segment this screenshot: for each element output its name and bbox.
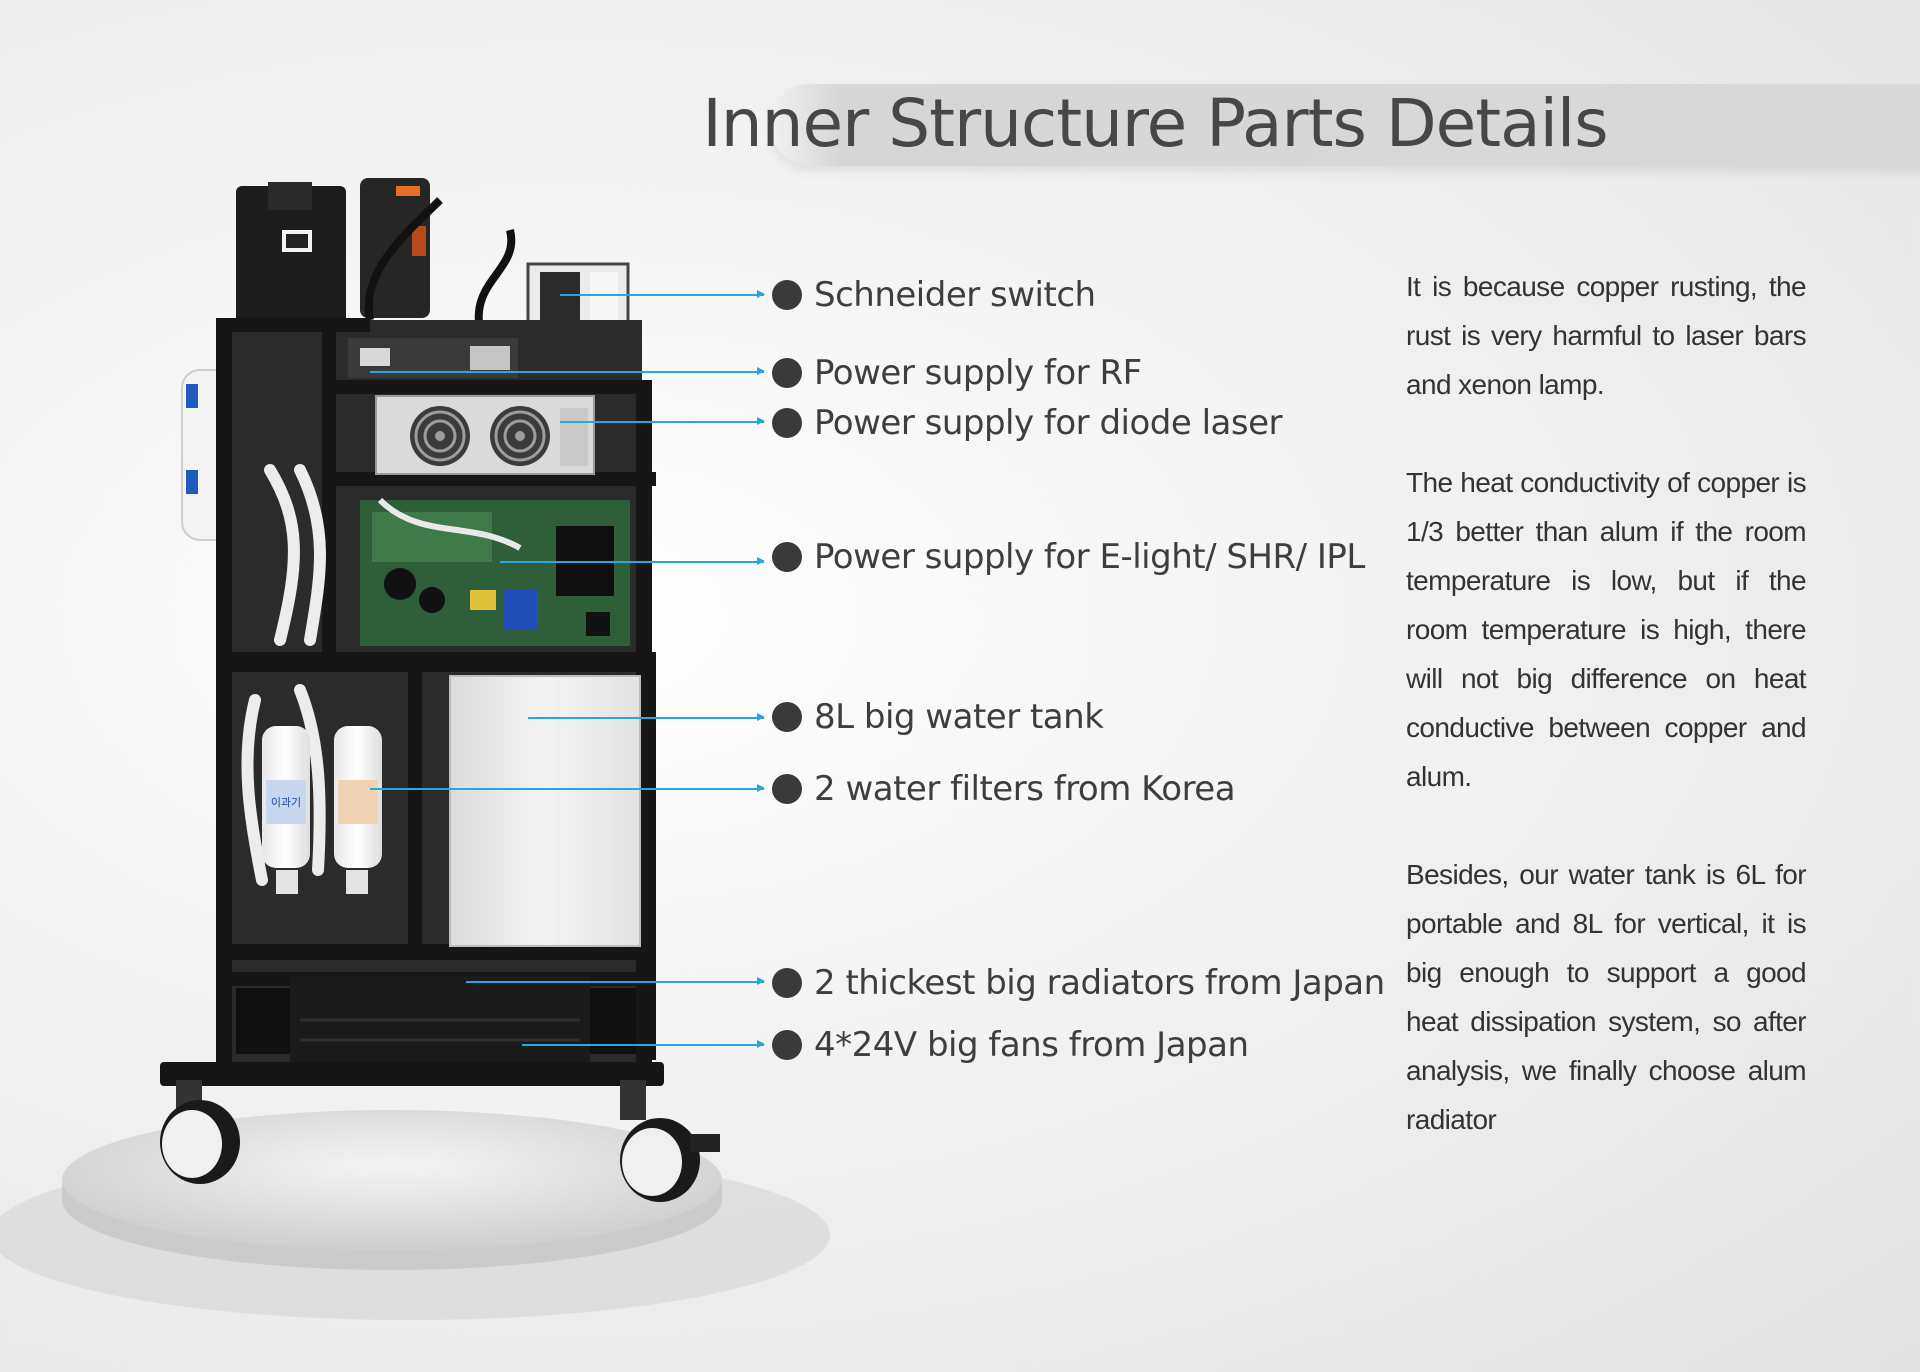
radiators bbox=[236, 976, 636, 1062]
callout-fans: 4*24V big fans from Japan bbox=[772, 1025, 1249, 1065]
callout-label: 8L big water tank bbox=[814, 697, 1104, 737]
water-filters: 이과기 bbox=[262, 726, 382, 894]
title-banner bbox=[770, 84, 1920, 166]
bullet-dot bbox=[772, 408, 802, 438]
callout-label: 2 thickest big radiators from Japan bbox=[814, 963, 1385, 1003]
bullet-dot bbox=[772, 774, 802, 804]
description-water-tank-radiator: Besides, our water tank is 6L for portab… bbox=[1406, 859, 1807, 1135]
leader-line-fans bbox=[522, 1041, 765, 1047]
callout-radiators: 2 thickest big radiators from Japan bbox=[772, 963, 1385, 1003]
callout-water-tank: 8L big water tank bbox=[772, 697, 1104, 737]
callout-elight-power-supply: Power supply for E-light/ SHR/ IPL bbox=[772, 537, 1365, 577]
leader-line-water-tank bbox=[528, 714, 765, 720]
bullet-dot bbox=[772, 702, 802, 732]
water-tank bbox=[449, 675, 641, 947]
bullet-dot bbox=[772, 968, 802, 998]
callout-water-filters: 2 water filters from Korea bbox=[772, 769, 1236, 809]
callout-label: Power supply for RF bbox=[814, 353, 1142, 393]
leader-line-radiators bbox=[466, 978, 765, 984]
page-title: Inner Structure Parts Details bbox=[702, 85, 1608, 162]
caster-wheels bbox=[160, 1080, 720, 1202]
bullet-dot bbox=[772, 542, 802, 572]
callout-label: 2 water filters from Korea bbox=[814, 769, 1236, 809]
description-heat-conductivity: The heat conductivity of copper is 1/3 b… bbox=[1406, 467, 1807, 792]
leader-line-diode-laser bbox=[560, 418, 765, 424]
bullet-dot bbox=[772, 1030, 802, 1060]
leader-line-schneider-switch bbox=[560, 291, 765, 297]
callout-diode-laser-power-supply: Power supply for diode laser bbox=[772, 403, 1283, 443]
machine-illustration: 이과기 bbox=[0, 178, 830, 1320]
leader-line-rf-power bbox=[370, 368, 765, 374]
leader-line-water-filters bbox=[370, 785, 765, 791]
callout-label: Power supply for diode laser bbox=[814, 403, 1283, 443]
callout-schneider-switch: Schneider switch bbox=[772, 275, 1096, 315]
callout-label: 4*24V big fans from Japan bbox=[814, 1025, 1249, 1065]
description-copper-rusting: It is because copper rusting, the rust i… bbox=[1406, 271, 1807, 400]
callout-label: Power supply for E-light/ SHR/ IPL bbox=[814, 537, 1365, 577]
bullet-dot bbox=[772, 358, 802, 388]
callout-rf-power-supply: Power supply for RF bbox=[772, 353, 1142, 393]
top-components bbox=[236, 178, 630, 374]
water-tubing bbox=[241, 464, 326, 886]
filter-label: 이과기 bbox=[271, 796, 301, 809]
elight-power-supply-board bbox=[360, 497, 630, 646]
callout-label: Schneider switch bbox=[814, 275, 1096, 315]
display-platform bbox=[0, 1110, 830, 1320]
bullet-dot bbox=[772, 280, 802, 310]
diode-laser-power-supply bbox=[375, 395, 595, 475]
leader-line-elight bbox=[500, 558, 765, 564]
